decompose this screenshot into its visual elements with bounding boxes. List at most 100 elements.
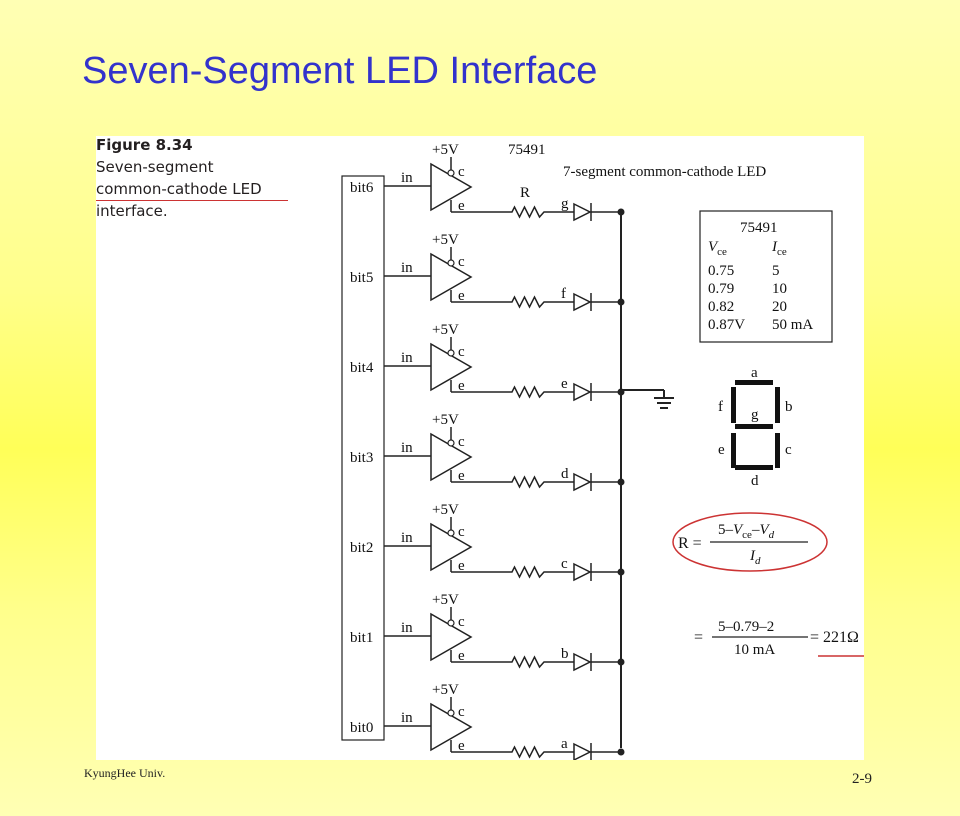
- input-label: in: [401, 170, 413, 186]
- emitter-label: e: [458, 378, 465, 394]
- input-label: in: [401, 350, 413, 366]
- resistor-and-wire: [451, 655, 574, 669]
- resistor-formula: R = 5–Vce–Vd Id: [672, 512, 828, 572]
- supply-label: +5V: [432, 142, 459, 158]
- led-diode: [573, 652, 592, 672]
- segment-a: [735, 380, 773, 385]
- junction-dot: [617, 748, 625, 756]
- junction-dot: [617, 478, 625, 486]
- segment-label-g: g: [751, 407, 759, 423]
- input-label: in: [401, 440, 413, 456]
- led-diode: [573, 292, 592, 312]
- segment-label: g: [561, 196, 569, 212]
- segment-label-c: c: [785, 442, 792, 458]
- segment-label-e: e: [718, 442, 725, 458]
- collector-label: c: [458, 524, 465, 540]
- led-diode: [573, 742, 592, 760]
- calc-equals: =: [694, 629, 703, 646]
- formula-numerator: 5–Vce–Vd: [718, 522, 775, 541]
- calc-result: = 221Ω: [810, 629, 859, 646]
- spec-table-title: 75491: [740, 220, 778, 236]
- calc-numerator: 5–0.79–2: [718, 619, 774, 635]
- footer-university: KyungHee Univ.: [84, 766, 166, 780]
- segment-b: [775, 387, 780, 423]
- seven-segment-display: a b c d e f g: [718, 365, 793, 489]
- collector-label: c: [458, 614, 465, 630]
- segment-label: e: [561, 376, 568, 392]
- segment-label: b: [561, 646, 569, 662]
- page-number: 2-9: [852, 771, 872, 787]
- bit-label: bit4: [350, 360, 374, 376]
- caption-line-2: common-cathode LED: [96, 180, 262, 198]
- driver-stage-bit6: bit6 in +5V c e g: [350, 142, 625, 222]
- supply-label: +5V: [432, 412, 459, 428]
- collector-label: c: [458, 254, 465, 270]
- bit-label: bit6: [350, 180, 374, 196]
- junction-dot: [617, 388, 625, 396]
- bit-label: bit3: [350, 450, 373, 466]
- supply-label: +5V: [432, 682, 459, 698]
- resistor-and-wire: [451, 565, 574, 579]
- formula-denominator: Id: [749, 548, 761, 567]
- spec-vce-value: 0.79: [708, 281, 734, 297]
- figure-panel: Figure 8.34 Seven-segment common-cathode…: [96, 136, 864, 760]
- collector-label: c: [458, 434, 465, 450]
- bit-label: bit1: [350, 630, 373, 646]
- segment-c: [775, 433, 780, 468]
- emitter-label: e: [458, 738, 465, 754]
- segment-label-d: d: [751, 473, 759, 489]
- register-block: [341, 175, 385, 741]
- resistor-and-wire: [451, 475, 574, 489]
- emitter-label: e: [458, 558, 465, 574]
- collector-pin: [447, 259, 455, 267]
- spec-vce-value: 0.87V: [708, 317, 745, 333]
- led-label: 7-segment common-cathode LED: [563, 164, 766, 180]
- resistor-and-wire: [451, 205, 574, 219]
- led-diode: [573, 382, 592, 402]
- resistor-calculation: = 5–0.79–2 10 mA = 221Ω: [694, 619, 864, 658]
- ground-icon: [654, 397, 674, 409]
- emitter-label: e: [458, 198, 465, 214]
- segment-label: a: [561, 736, 568, 752]
- bit-label: bit2: [350, 540, 373, 556]
- led-diode: [573, 562, 592, 582]
- input-label: in: [401, 260, 413, 276]
- spec-col-ice: Ice: [771, 239, 787, 258]
- segment-d: [735, 465, 773, 470]
- resistor-and-wire: [451, 295, 574, 309]
- collector-pin: [447, 709, 455, 717]
- figure-caption: Figure 8.34 Seven-segment common-cathode…: [96, 136, 262, 222]
- spec-col-vce: Vce: [708, 239, 727, 258]
- formula-lhs: R =: [678, 535, 702, 552]
- collector-label: c: [458, 164, 465, 180]
- junction-dot: [617, 208, 625, 216]
- resistor-and-wire: [451, 745, 574, 759]
- emitter-label: e: [458, 288, 465, 304]
- bit-label: bit5: [350, 270, 373, 286]
- spec-vce-value: 0.75: [708, 263, 734, 279]
- spec-ice-value: 10: [772, 281, 787, 297]
- resistor-label: R: [520, 185, 530, 201]
- driver-chip-label: 75491: [508, 142, 546, 158]
- led-diode: [573, 202, 592, 222]
- spec-vce-value: 0.82: [708, 299, 734, 315]
- collector-label: c: [458, 704, 465, 720]
- collector-pin: [447, 529, 455, 537]
- caption-line-3: interface.: [96, 202, 168, 220]
- slide-title: Seven-Segment LED Interface: [82, 50, 598, 92]
- junction-dot: [617, 298, 625, 306]
- segment-g: [735, 424, 773, 429]
- junction-dot: [617, 658, 625, 666]
- input-label: in: [401, 710, 413, 726]
- supply-label: +5V: [432, 232, 459, 248]
- figure-number: Figure 8.34: [96, 136, 193, 154]
- segment-label-b: b: [785, 399, 793, 415]
- junction-dot: [617, 568, 625, 576]
- supply-label: +5V: [432, 592, 459, 608]
- calc-denominator: 10 mA: [734, 642, 775, 658]
